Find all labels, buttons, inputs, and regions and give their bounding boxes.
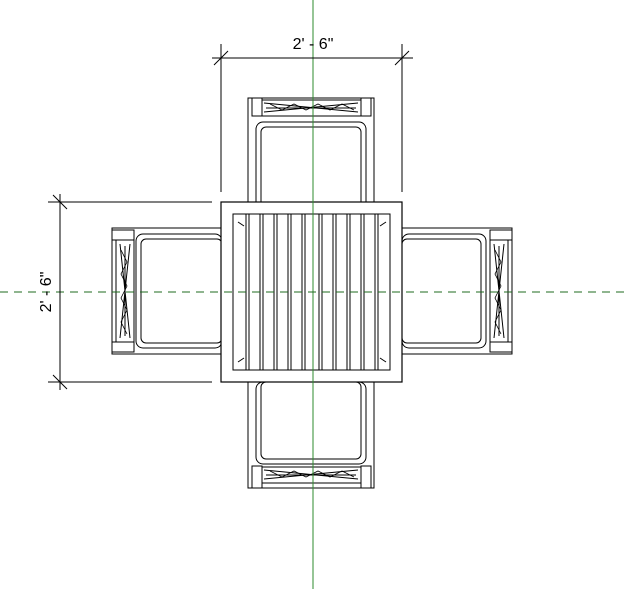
chair-left-backrest-weave [119,243,131,339]
chair-top-backrest-post-right [360,97,372,117]
chair-left-seat-outer [135,233,223,349]
chair-right[interactable] [401,227,513,355]
vertical-dimension[interactable] [48,194,212,390]
horizontal-dimension-tick-right [394,50,410,66]
chair-bottom-backrest-post-left [251,465,263,489]
chair-left-backrest-post-bottom [111,341,135,353]
chair-bottom-seat-outer [255,381,367,465]
table-slats [245,214,379,370]
chair-right-seat-inner [401,238,482,344]
vertical-dimension-label[interactable]: 2' - 6" [38,272,55,313]
chair-bottom-backrest-post-right [360,465,372,489]
chair-left[interactable] [111,227,223,355]
chair-top-backrest-post-left [251,97,263,117]
chair-left-seat-inner [140,238,223,344]
vertical-dimension-tick-top [52,194,68,210]
chair-bottom[interactable] [247,381,375,489]
chair-right-backrest-weave [493,243,505,339]
horizontal-dimension-label[interactable]: 2' - 6" [293,36,334,53]
horizontal-dimension-tick-left [213,50,229,66]
chair-left-backrest-post-top [111,229,135,241]
table-leg-ticks [237,221,387,363]
table-top-inner [232,213,391,371]
vertical-dimension-tick-bottom [52,374,68,390]
chair-right-seat-outer [401,233,487,349]
chair-bottom-seat-inner [260,381,362,460]
horizontal-dimension[interactable] [212,44,413,192]
chair-right-backrest-post-top [489,229,513,241]
chair-right-backrest-post-bottom [489,341,513,353]
chair-top[interactable] [247,97,375,219]
